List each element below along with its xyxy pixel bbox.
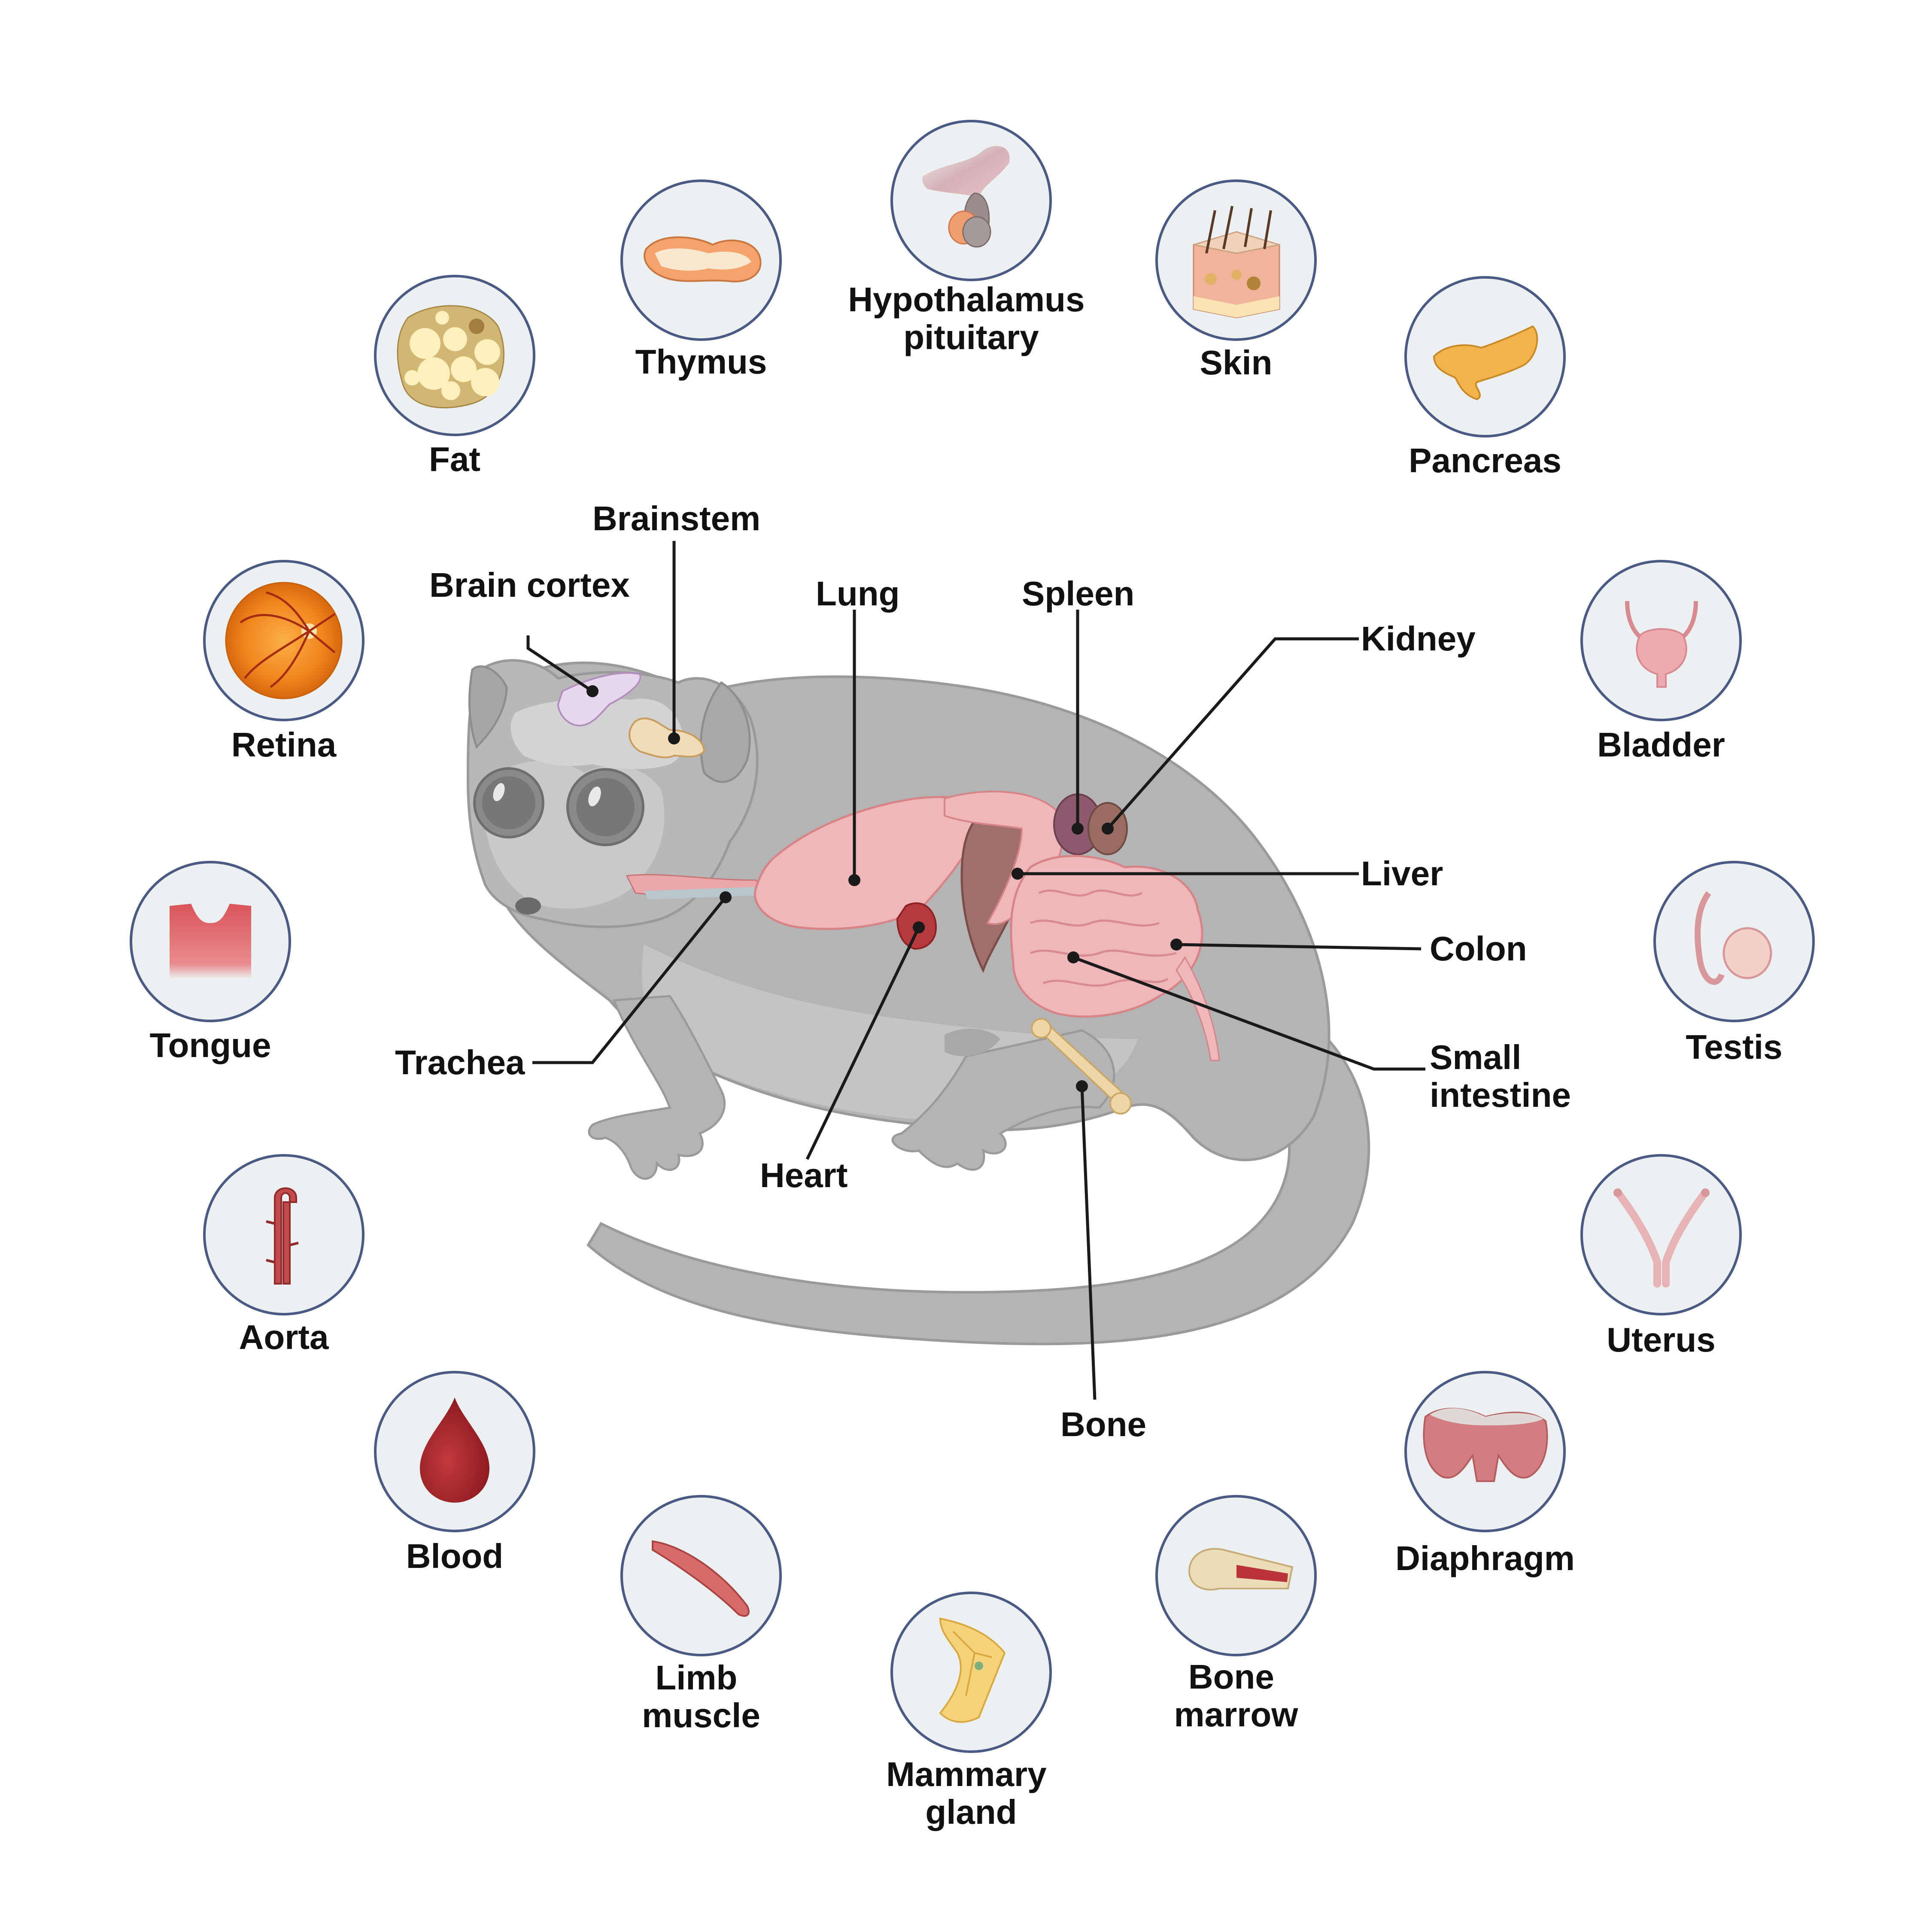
pituitary-icon	[922, 146, 1010, 248]
bone-marrow-icon	[1188, 1548, 1294, 1591]
lung-organ[interactable]	[754, 796, 989, 930]
tongue-icon	[170, 904, 251, 979]
label-aorta: Aorta	[239, 1318, 329, 1356]
adipocyte-icon	[397, 305, 504, 409]
muscle-icon	[652, 1540, 750, 1617]
colon-tail	[1176, 956, 1220, 1061]
tissue-bone-marrow[interactable]: Bone marrow	[1155, 1495, 1317, 1734]
tissue-retina[interactable]: Retina	[203, 560, 365, 764]
label-liver: Liver	[1361, 854, 1443, 893]
tissue-tongue[interactable]: Tongue	[130, 861, 291, 1064]
bladder-icon	[1625, 601, 1698, 688]
label-trachea: Trachea	[395, 1043, 525, 1081]
label-bladder: Bladder	[1597, 726, 1725, 764]
label-lung: Lung	[816, 574, 899, 613]
organ-labels: Brain cortex Brainstem Lung Spleen Kidne…	[395, 499, 1571, 1443]
label-hypothalamus-pituitary: Hypothalamus pituitary	[848, 280, 1094, 356]
tissue-fat[interactable]: Fat	[374, 275, 535, 478]
label-bone-marrow: Bone marrow	[1174, 1658, 1299, 1734]
label-bone: Bone	[1060, 1405, 1146, 1443]
trachea-rings	[644, 887, 764, 899]
label-thymus: Thymus	[635, 343, 767, 381]
label-pancreas: Pancreas	[1409, 441, 1561, 480]
label-skin: Skin	[1200, 343, 1273, 382]
hind-foot-back	[945, 1029, 1000, 1056]
skin-section-icon	[1193, 206, 1280, 319]
label-blood: Blood	[406, 1537, 504, 1575]
left-eye	[473, 767, 544, 838]
lemur-body	[466, 659, 1370, 1346]
blood-drop-icon	[420, 1397, 489, 1503]
tissue-blood[interactable]: Blood	[374, 1371, 535, 1575]
label-kidney: Kidney	[1361, 620, 1476, 658]
label-brain-cortex: Brain cortex	[429, 566, 630, 604]
organs	[557, 672, 1220, 1115]
tissue-hypothalamus-pituitary[interactable]: Hypothalamus pituitary	[848, 120, 1094, 356]
diaphragm-icon	[1423, 1408, 1548, 1482]
brain-cortex-organ[interactable]	[557, 672, 641, 727]
tissue-uterus[interactable]: Uterus	[1580, 1154, 1742, 1359]
tissue-bladder[interactable]: Bladder	[1580, 560, 1742, 764]
left-ear	[468, 665, 508, 749]
intestine-folds	[1030, 889, 1177, 987]
label-retina: Retina	[231, 726, 337, 764]
intestines-organ[interactable]	[1010, 855, 1203, 1018]
label-fat: Fat	[429, 440, 480, 478]
label-testis: Testis	[1686, 1028, 1782, 1066]
right-eye	[566, 768, 644, 846]
mammary-gland-icon	[939, 1617, 1006, 1723]
thymus-icon	[644, 236, 762, 283]
label-spleen: Spleen	[1022, 574, 1134, 613]
label-colon: Colon	[1430, 930, 1527, 968]
label-limb-muscle: Limb muscle	[642, 1659, 760, 1735]
tissue-diaphragm[interactable]: Diaphragm	[1395, 1371, 1575, 1577]
label-brainstem: Brainstem	[592, 499, 760, 538]
pancreas-icon	[1433, 325, 1538, 401]
right-ear	[699, 681, 751, 783]
label-heart: Heart	[760, 1156, 848, 1194]
label-uterus: Uterus	[1607, 1321, 1715, 1359]
organ-leaders	[526, 541, 1425, 1400]
retina-icon	[225, 582, 343, 699]
tissue-pancreas[interactable]: Pancreas	[1404, 276, 1566, 480]
label-diaphragm: Diaphragm	[1395, 1539, 1575, 1577]
uterus-icon	[1613, 1188, 1710, 1288]
tissue-limb-muscle[interactable]: Limb muscle	[620, 1495, 782, 1735]
hind-leg	[891, 1029, 1115, 1171]
label-mammary-gland: Mammary gland	[886, 1755, 1056, 1831]
label-tongue: Tongue	[150, 1026, 271, 1064]
testis-icon	[1695, 891, 1772, 985]
tissue-thymus[interactable]: Thymus	[620, 179, 782, 381]
tissue-aorta[interactable]: Aorta	[203, 1154, 365, 1356]
tissue-mammary-gland[interactable]: Mammary gland	[886, 1592, 1056, 1831]
bone-organ[interactable]	[1031, 1018, 1132, 1115]
nose	[515, 897, 541, 914]
brainstem-organ[interactable]	[629, 717, 705, 759]
label-small-intestine: Small intestine	[1430, 1038, 1571, 1114]
tissue-skin[interactable]: Skin	[1155, 179, 1317, 382]
aorta-icon	[266, 1187, 299, 1285]
front-leg	[588, 995, 726, 1180]
tissue-testis[interactable]: Testis	[1653, 861, 1815, 1066]
